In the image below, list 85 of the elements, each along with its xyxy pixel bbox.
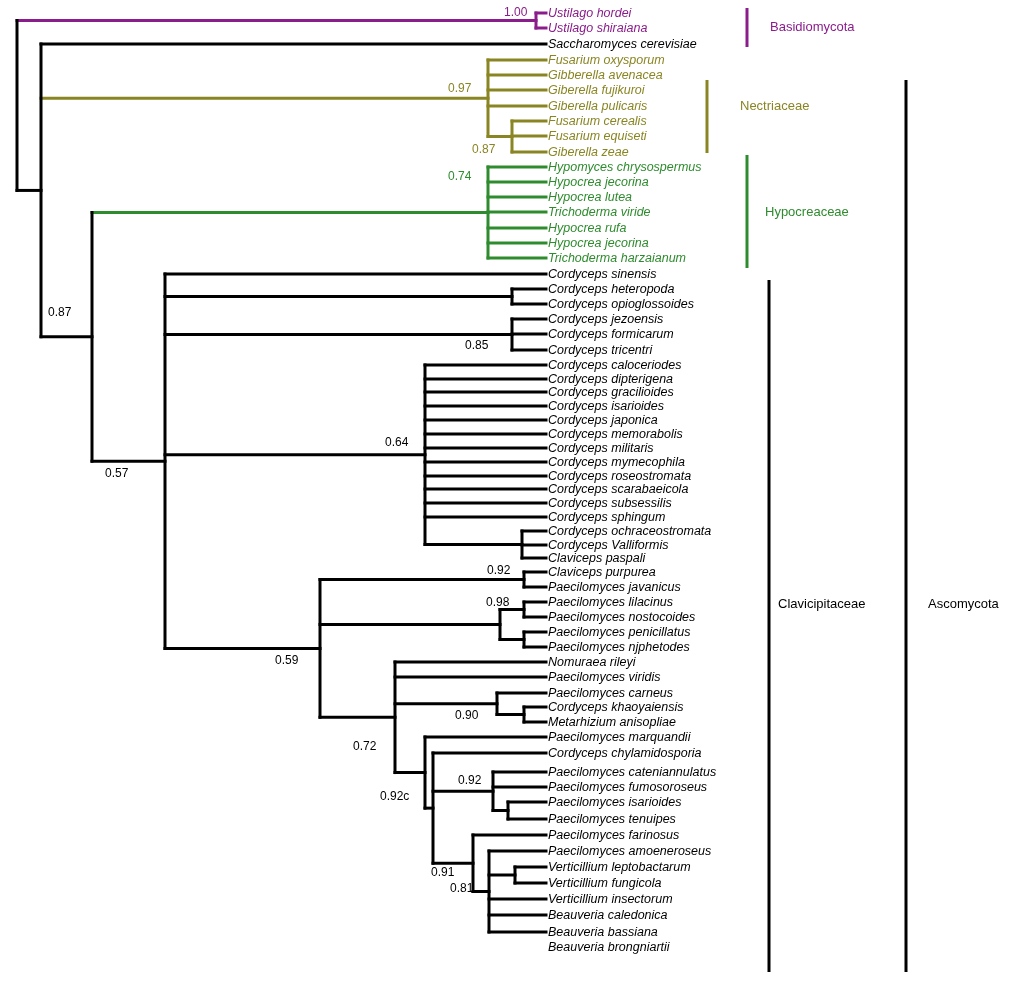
taxon-name: Verticillium fungicola [548, 876, 662, 890]
taxon-name: Paecilomyces isarioides [548, 795, 682, 809]
taxon-name: Cordyceps sinensis [548, 267, 657, 281]
taxon-name: Cordyceps opioglossoides [548, 297, 694, 311]
taxon-name: Paecilomyces marquandii [548, 730, 691, 744]
taxon-name: Fusarium equiseti [548, 129, 647, 143]
clade-name: Ascomycota [928, 596, 999, 611]
taxon-name: Paecilomyces amoeneroseus [548, 844, 712, 858]
taxon-name: Cordyceps khaoyaiensis [548, 700, 684, 714]
taxon-name: Beauveria brongniartii [548, 940, 670, 954]
taxon-name: Cordyceps dipterigena [548, 372, 674, 386]
support-value: 0.72 [353, 739, 377, 754]
taxon-name: Verticillium leptobactarum [548, 860, 691, 874]
taxon-name: Beauveria caledonica [548, 908, 668, 922]
taxon-name: Paecilomyces fumosoroseus [548, 780, 708, 794]
taxon-name: Ustilago hordei [548, 6, 632, 20]
taxon-name: Paecilomyces carneus [548, 686, 674, 700]
taxon-name: Hypocrea lutea [548, 190, 633, 204]
taxon-name: Trichoderma harzaianum [548, 251, 687, 265]
taxon-name: Trichoderma viride [548, 205, 651, 219]
taxon-name: Metarhizium anisopliae [548, 715, 676, 729]
taxon-name: Hypocrea jecorina [548, 175, 649, 189]
support-value: 0.92 [487, 563, 511, 578]
taxon-name: Paecilomyces viridis [548, 670, 661, 684]
taxon-name: Fusarium oxysporum [548, 53, 665, 67]
taxon-name: Cordyceps gracilioides [548, 385, 674, 399]
support-value: 0.81 [450, 881, 474, 896]
taxon-name: Giberella fujikuroi [548, 83, 645, 97]
taxon-name: Fusarium cerealis [548, 114, 647, 128]
clade-name: Hypocreaceae [765, 204, 849, 219]
clade-name: Clavicipitaceae [778, 596, 866, 611]
taxon-name: Cordyceps roseostromata [548, 469, 692, 483]
support-value: 0.57 [105, 466, 129, 481]
taxon-name: Cordyceps caloceriodes [548, 358, 682, 372]
support-value: 0.85 [465, 338, 489, 353]
taxon-name: Saccharomyces cerevisiae [548, 37, 697, 51]
taxon-name: Paecilomyces cateniannulatus [548, 765, 717, 779]
taxon-name: Hypocrea rufa [548, 221, 627, 235]
support-value: 0.64 [385, 435, 409, 450]
taxon-name: Cordyceps tricentri [548, 343, 653, 357]
taxon-name: Paecilomyces lilacinus [548, 595, 674, 609]
support-value: 0.87 [48, 305, 72, 320]
taxon-name: Cordyceps subsessilis [548, 496, 672, 510]
taxon-name: Claviceps purpurea [548, 565, 656, 579]
taxon-name: Hypocrea jecorina [548, 236, 649, 250]
taxon-name: Claviceps paspali [548, 551, 646, 565]
taxon-name: Cordyceps jezoensis [548, 312, 664, 326]
taxon-name: Paecilomyces javanicus [548, 580, 681, 594]
taxon-name: Paecilomyces nostocoides [548, 610, 696, 624]
taxon-name: Beauveria bassiana [548, 925, 658, 939]
support-value: 0.74 [448, 169, 472, 184]
clade-name: Basidiomycota [770, 19, 855, 34]
clade-name: Nectriaceae [740, 98, 810, 113]
taxon-name: Verticillium insectorum [548, 892, 673, 906]
taxon-name: Hypomyces chrysospermus [548, 160, 702, 174]
taxon-name: Nomuraea rileyi [548, 655, 636, 669]
taxon-name: Cordyceps scarabaeicola [548, 482, 689, 496]
support-value: 0.92c [380, 789, 410, 804]
taxon-name: Cordyceps sphingum [548, 510, 666, 524]
taxon-name: Cordyceps mymecophila [548, 455, 685, 469]
taxon-name: Cordyceps memorabolis [548, 427, 683, 441]
support-value: 0.87 [472, 142, 496, 157]
taxon-name: Cordyceps militaris [548, 441, 654, 455]
support-value: 0.98 [486, 595, 510, 610]
support-value: 0.97 [448, 81, 472, 96]
support-value: 1.00 [504, 5, 528, 20]
taxon-name: Paecilomyces tenuipes [548, 812, 676, 826]
taxon-name: Cordyceps japonica [548, 413, 658, 427]
taxon-name: Paecilomyces penicillatus [548, 625, 691, 639]
support-value: 0.90 [455, 708, 479, 723]
taxon-name: Ustilago shiraiana [548, 21, 648, 35]
taxon-name: Gibberella avenacea [548, 68, 663, 82]
taxon-name: Giberella zeae [548, 145, 629, 159]
taxon-name: Cordyceps isarioides [548, 399, 665, 413]
taxon-name: Cordyceps heteropoda [548, 282, 675, 296]
taxon-name: Paecilomyces farinosus [548, 828, 680, 842]
taxon-name: Cordyceps ochraceostromata [548, 524, 712, 538]
taxon-name: Cordyceps Valliformis [548, 538, 669, 552]
taxon-name: Giberella pulicaris [548, 99, 648, 113]
taxon-name: Paecilomyces njphetodes [548, 640, 690, 654]
taxon-name: Cordyceps chylamidosporia [548, 746, 702, 760]
taxon-name: Cordyceps formicarum [548, 327, 674, 341]
support-value: 0.59 [275, 653, 299, 668]
support-value: 0.92 [458, 773, 482, 788]
support-value: 0.91 [431, 865, 455, 880]
